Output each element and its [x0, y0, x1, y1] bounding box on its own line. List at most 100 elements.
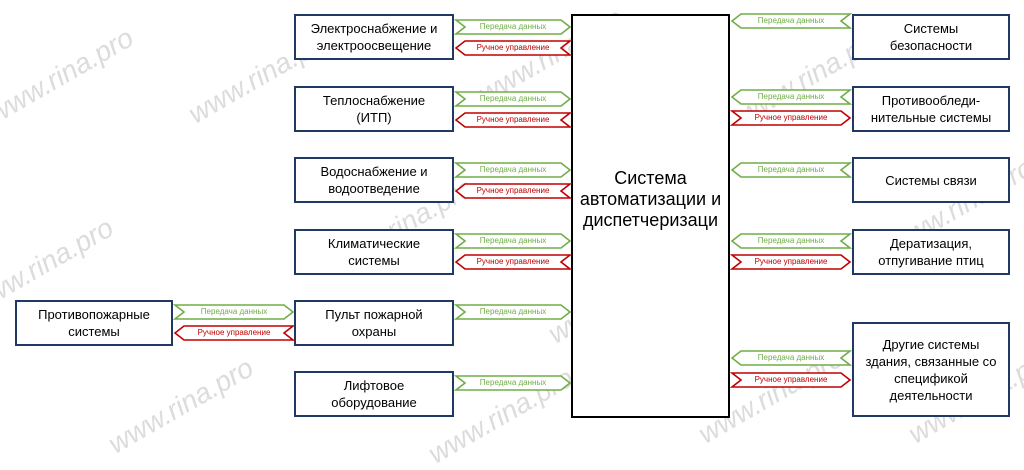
arrow-outline [730, 350, 853, 366]
right-box-security: Системы безопасности [852, 14, 1010, 60]
data-transfer-arrow: Передача данных [172, 304, 295, 321]
arrow-outline [454, 183, 573, 199]
arrow-shape [454, 254, 573, 270]
right-box-anti-icing: Противообледи- нительные системы [852, 86, 1010, 132]
data-transfer-label: Передача данных [479, 307, 547, 316]
left-box-water: Водоснабжение и водоотведение [294, 157, 454, 203]
data-transfer-arrow: Передача данных [453, 304, 572, 321]
left-box-climate: Климатические системы [294, 229, 454, 275]
data-transfer-arrow: Передача данных [453, 162, 572, 179]
arrow-outline [453, 233, 572, 249]
arrow-shape [173, 325, 296, 341]
data-transfer-arrow: Передача данных [453, 375, 572, 392]
arrow-shape [730, 162, 853, 178]
arrow-shape [453, 19, 572, 35]
manual-control-arrow: Ручное управление [173, 325, 296, 342]
arrow-shape [172, 304, 295, 320]
manual-control-arrow: Ручное управление [454, 183, 573, 200]
arrow-shape [453, 375, 572, 391]
left-box-fire-panel: Пульт пожарной охраны [294, 300, 454, 346]
data-transfer-label: Передача данных [479, 94, 547, 103]
arrow-outline [173, 325, 296, 341]
manual-control-arrow: Ручное управление [729, 254, 852, 271]
arrow-shape [453, 91, 572, 107]
right-box-other-systems: Другие системы здания, связанные со спец… [852, 322, 1010, 417]
data-transfer-label: Передача данных [757, 165, 825, 174]
arrow-shape [729, 254, 852, 270]
manual-control-label: Ручное управление [754, 257, 828, 266]
data-transfer-label: Передача данных [200, 307, 268, 316]
data-transfer-label: Передача данных [757, 353, 825, 362]
arrow-outline [730, 162, 853, 178]
far-left-box-fire-systems: Противопожарные системы [15, 300, 173, 346]
arrow-outline [453, 375, 572, 391]
box-label: Теплоснабжение (ИТП) [322, 93, 426, 125]
arrow-shape [729, 372, 852, 388]
data-transfer-arrow: Передача данных [730, 13, 853, 30]
arrow-outline [729, 372, 852, 388]
arrow-outline [454, 254, 573, 270]
center-system-label: Система автоматизации и диспетчеризаци [579, 167, 722, 230]
box-label: Лифтовое оборудование [331, 378, 417, 410]
data-transfer-label: Передача данных [757, 16, 825, 25]
arrow-outline [453, 162, 572, 178]
data-transfer-arrow: Передача данных [730, 233, 853, 250]
manual-control-arrow: Ручное управление [729, 372, 852, 389]
arrow-shape [454, 112, 573, 128]
arrow-shape [454, 183, 573, 199]
arrow-outline [730, 13, 853, 29]
left-box-elevator: Лифтовое оборудование [294, 371, 454, 417]
data-transfer-label: Передача данных [757, 92, 825, 101]
box-label: Другие системы здания, связанные со спец… [865, 336, 997, 403]
data-transfer-arrow: Передача данных [730, 350, 853, 367]
arrow-shape [730, 89, 853, 105]
left-box-power: Электроснабжение и электроосвещение [294, 14, 454, 60]
manual-control-arrow: Ручное управление [454, 112, 573, 129]
arrow-outline [729, 254, 852, 270]
box-label: Пульт пожарной охраны [325, 307, 423, 339]
box-label: Противообледи- нительные системы [870, 93, 992, 125]
box-label: Электроснабжение и электроосвещение [310, 21, 438, 53]
box-label: Дератизация, отпугивание птиц [878, 236, 984, 268]
box-label: Противопожарные системы [38, 307, 150, 339]
data-transfer-arrow: Передача данных [453, 19, 572, 36]
left-box-heating: Теплоснабжение (ИТП) [294, 86, 454, 132]
box-label: Системы связи [885, 172, 977, 188]
data-transfer-label: Передача данных [479, 165, 547, 174]
data-transfer-label: Передача данных [479, 378, 547, 387]
arrow-outline [730, 233, 853, 249]
right-box-pest-control: Дератизация, отпугивание птиц [852, 229, 1010, 275]
arrow-shape [453, 162, 572, 178]
arrow-shape [730, 233, 853, 249]
arrow-outline [172, 304, 295, 320]
arrow-shape [453, 304, 572, 320]
manual-control-arrow: Ручное управление [454, 254, 573, 271]
manual-control-label: Ручное управление [754, 113, 828, 122]
manual-control-label: Ручное управление [476, 186, 550, 195]
arrow-outline [453, 304, 572, 320]
box-label: Климатические системы [327, 236, 421, 268]
box-label: Системы безопасности [889, 21, 973, 53]
data-transfer-label: Передача данных [479, 22, 547, 31]
data-transfer-arrow: Передача данных [730, 162, 853, 179]
arrow-outline [453, 91, 572, 107]
arrow-shape [454, 40, 573, 56]
arrow-outline [453, 19, 572, 35]
center-system-box: Система автоматизации и диспетчеризаци [571, 14, 730, 418]
arrow-shape [730, 350, 853, 366]
arrow-outline [454, 40, 573, 56]
watermark: www.rina.pro [0, 21, 139, 130]
data-transfer-arrow: Передача данных [453, 91, 572, 108]
arrow-outline [730, 89, 853, 105]
data-transfer-label: Передача данных [757, 236, 825, 245]
manual-control-label: Ручное управление [476, 43, 550, 52]
manual-control-label: Ручное управление [476, 115, 550, 124]
watermark: www.rina.pro [102, 351, 259, 460]
arrow-shape [730, 13, 853, 29]
arrow-shape [729, 110, 852, 126]
data-transfer-label: Передача данных [479, 236, 547, 245]
arrow-shape [453, 233, 572, 249]
data-transfer-arrow: Передача данных [453, 233, 572, 250]
data-transfer-arrow: Передача данных [730, 89, 853, 106]
manual-control-arrow: Ручное управление [729, 110, 852, 127]
